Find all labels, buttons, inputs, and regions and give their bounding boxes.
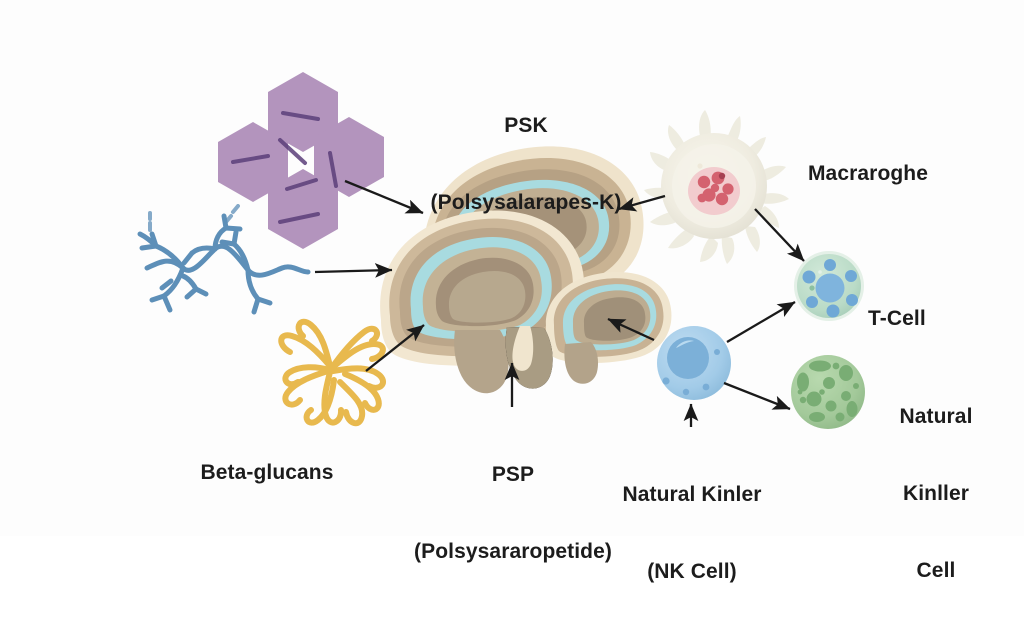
macrophage-label-line1: Macraroghe	[807, 162, 929, 186]
psk-label-line1: PSK	[504, 114, 548, 138]
psp-branched-polysaccharide	[137, 213, 311, 315]
macrophage-label: Macraroghe	[748, 110, 988, 238]
psp-polymer-dashes	[148, 204, 240, 232]
nk-cell-label-line1: Natural Kinler	[622, 483, 762, 507]
nk-cell	[657, 326, 731, 400]
arrow-betaglucan-to-mushroom	[365, 324, 425, 372]
psp-label: PSP (Polsysararopetide)	[402, 411, 624, 616]
natural-killer-cell	[791, 355, 865, 429]
natural-killer-cell-label-line2: Kinller	[902, 482, 970, 506]
t-cell	[794, 251, 864, 321]
psk-hexagon-cluster	[218, 72, 384, 249]
psp-label-line2: (Polsysararopetide)	[414, 540, 612, 564]
t-cell-label: T-Cell	[868, 255, 998, 383]
psp-label-line1: PSP	[491, 463, 535, 487]
psk-label-line2: (Polsysalarapes-K)	[430, 191, 622, 215]
natural-killer-cell-label-line3: Cell	[916, 558, 956, 582]
beta-glucans-label: Beta-glucans	[172, 409, 362, 537]
t-cell-label-line1: T-Cell	[868, 307, 926, 331]
nk-cell-label-line2: (NK Cell)	[647, 560, 737, 584]
arrow-psk-to-mushroom	[344, 179, 424, 215]
natural-killer-cell-label-line1: Natural	[899, 405, 973, 429]
arrow-nkcell-to-naturalkiller	[723, 381, 791, 411]
arrow-psp-polymer-to-mushroom	[314, 263, 393, 278]
natural-killer-cell-label: Natural Kinller Cell	[866, 353, 1006, 635]
arrow-nkcell-to-mushroom	[607, 317, 655, 342]
diagram-canvas: PSK (Polsysalarapes-K) Macraroghe T-Cell…	[137, 62, 998, 584]
beta-glucans-label-line1: Beta-glucans	[200, 461, 334, 485]
psk-label: PSK (Polsysalarapes-K)	[418, 62, 634, 267]
arrow-nkcell-to-tcell	[726, 301, 796, 343]
nk-cell-label: Natural Kinler (NK Cell)	[596, 431, 788, 636]
